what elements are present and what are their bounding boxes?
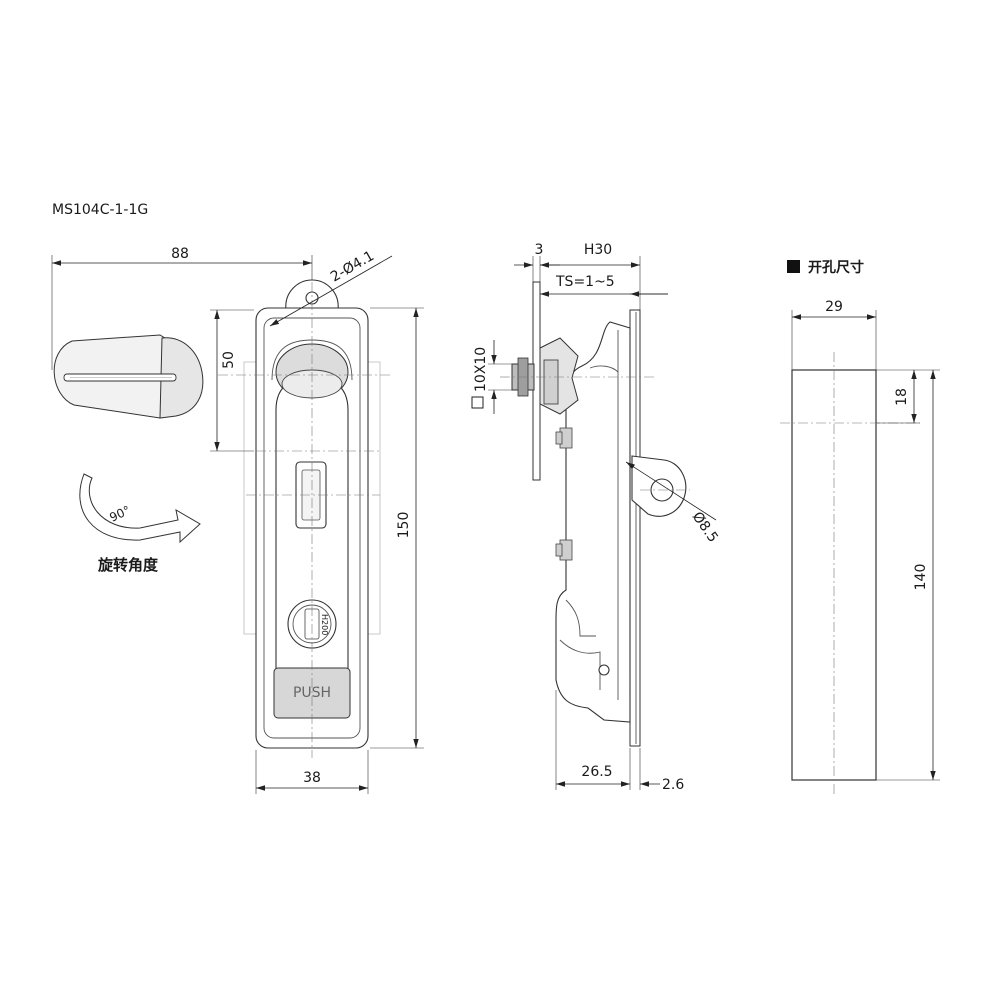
dim-square: 10X10 [473, 347, 489, 392]
rotation-angle: 90° [107, 503, 132, 525]
rotation-label: 旋转角度 [97, 556, 159, 574]
dim-h30: H30 [584, 242, 612, 258]
dim-body-width: 38 [303, 770, 321, 786]
black-square-icon [787, 260, 800, 273]
cutout-view: 开孔尺寸 29 18 140 [780, 259, 940, 795]
dim-26-5: 26.5 [581, 764, 612, 780]
side-view: 3 H30 TS=1~5 10X10 Ø8.5 26.5 2.6 [471, 242, 721, 793]
lock-label: H200 [320, 614, 329, 635]
square-symbol-icon [471, 396, 484, 409]
cutout-height: 140 [913, 564, 929, 591]
model-number: MS104C-1-1G [52, 202, 148, 218]
dim-hole-note: 2-Ø4.1 [328, 248, 377, 285]
dim-handle-offset: 50 [221, 351, 237, 369]
dim-height: 150 [396, 512, 412, 539]
bezel [629, 309, 641, 747]
rotated-handle [53, 334, 204, 419]
cutout-dim-18: 18 [894, 388, 910, 406]
cutout-width: 29 [825, 299, 843, 315]
screw-hole-icon [598, 664, 610, 676]
dim-hole-dia: Ø8.5 [689, 509, 721, 545]
dim-2-6: 2.6 [662, 777, 684, 793]
side-housing [555, 321, 631, 723]
dim-3: 3 [535, 242, 544, 258]
dim-width-total: 88 [171, 246, 189, 262]
dim-ts: TS=1~5 [555, 274, 615, 290]
rotation-arrow-icon [79, 473, 201, 544]
front-view: H200 PUSH 88 2-Ø4.1 50 150 38 [51, 246, 424, 794]
cutout-title: 开孔尺寸 [808, 259, 864, 276]
